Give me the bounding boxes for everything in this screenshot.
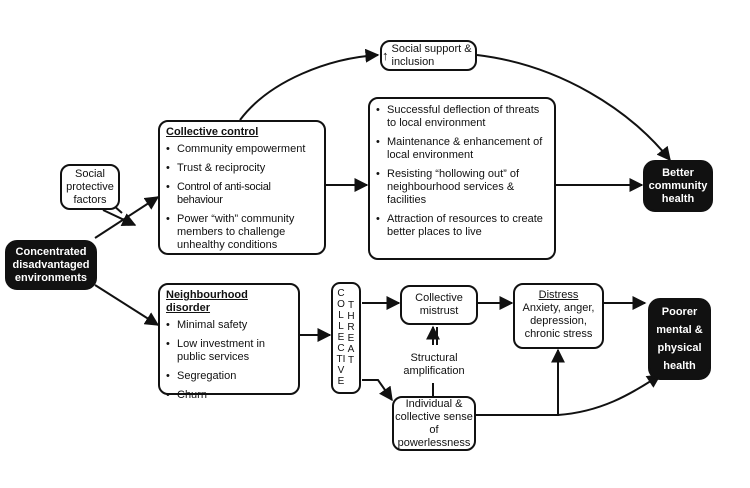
powerlessness-node: Individual & collective sense of powerle… <box>392 396 476 451</box>
arrow-concentrated-to-neighbourhood-disorder <box>94 284 160 326</box>
neighbourhood-disorder-title: Neighbourhood disorder <box>166 289 248 314</box>
poorer-health-node: Poorer mental & physical health <box>648 298 711 380</box>
neighbourhood-disorder-list: Minimal safety Low investment in public … <box>166 319 292 402</box>
list-item: Successful deflection of threats to loca… <box>376 104 548 130</box>
better-community-health-label: Better community health <box>648 166 708 205</box>
structural-amplification-label: Structural amplification <box>403 352 465 377</box>
threat-word: THREAT <box>347 300 355 366</box>
poorer-health-label: Poorer mental & physical health <box>656 306 703 372</box>
distress-text: Anxiety, anger, depression, chronic stre… <box>522 302 595 340</box>
list-item: Trust & reciprocity <box>166 162 318 175</box>
up-arrow-icon: ↑ <box>382 48 389 63</box>
list-item: Maintenance & enhancement of local envir… <box>376 136 548 162</box>
collective-control-list: Community empowerment Trust & reciprocit… <box>166 143 318 252</box>
list-item: Resisting “hollowing out” of neighbourho… <box>376 168 548 207</box>
collective-mistrust-label: Collective mistrust <box>415 292 463 317</box>
collective-word: COLLECTIVE <box>336 288 346 387</box>
arrow-threat-to-powerlessness <box>362 379 393 402</box>
social-support-node: ↑ Social support & inclusion <box>380 40 477 71</box>
social-protective-factors-label: Social protective factors <box>66 167 114 206</box>
arrow-powerlessness-to-distress <box>475 348 565 416</box>
collective-threat-node: COLLECTIVE THREAT <box>331 282 361 394</box>
collective-mistrust-node: Collective mistrust <box>400 285 478 325</box>
outcomes-list: Successful deflection of threats to loca… <box>376 104 548 239</box>
arrow-social-support-to-better-health <box>476 54 671 162</box>
list-item: Attraction of resources to create better… <box>376 213 548 239</box>
list-item: Control of anti-social behaviour <box>166 181 318 207</box>
arrow-control-to-social-support <box>239 48 380 121</box>
concentrated-environments-node: Concentrated disadvantaged environments <box>5 240 97 290</box>
list-item: Community empowerment <box>166 143 318 156</box>
distress-node: Distress Anxiety, anger, depression, chr… <box>513 283 604 349</box>
list-item: Low investment in public services <box>166 338 292 364</box>
arrow-powerlessness-to-poorer-health <box>557 374 662 416</box>
distress-title: Distress <box>538 289 579 301</box>
collective-control-title: Collective control <box>166 126 259 138</box>
better-community-health-node: Better community health <box>643 160 713 212</box>
collective-control-node: Collective control Community empowerment… <box>158 120 326 255</box>
social-support-label: Social support & inclusion <box>391 42 472 68</box>
list-item: Churn <box>166 389 292 402</box>
neighbourhood-disorder-node: Neighbourhood disorder Minimal safety Lo… <box>158 283 300 402</box>
concentrated-environments-label: Concentrated disadvantaged environments <box>12 245 90 284</box>
social-protective-factors-node: Social protective factors <box>60 164 120 210</box>
list-item: Segregation <box>166 370 292 383</box>
arrow-protective-factors <box>102 209 137 226</box>
outcomes-node: Successful deflection of threats to loca… <box>368 97 556 260</box>
powerlessness-label: Individual & collective sense of powerle… <box>395 397 473 449</box>
list-item: Minimal safety <box>166 319 292 332</box>
list-item: Power “with” community members to challe… <box>166 213 318 252</box>
